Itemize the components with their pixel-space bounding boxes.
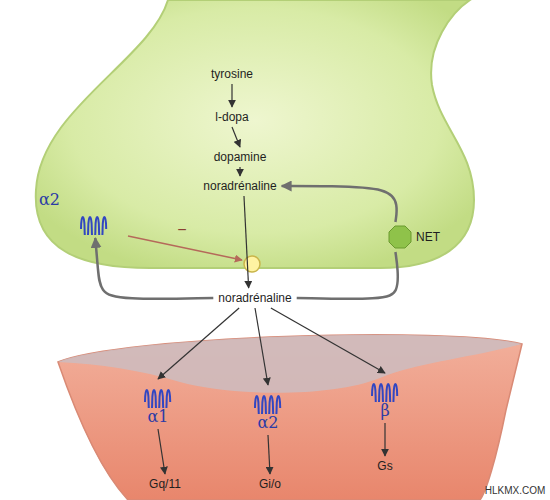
g-protein-label: Gi/o [256,476,284,492]
receptor-icon [143,382,173,408]
alpha2-receptor: α2 [250,387,286,433]
transporter-shape [389,226,411,248]
pathway-arrow [255,308,268,385]
inhibition-arrow [128,236,242,260]
receptor-icon [79,209,109,235]
node-text: noradrénaline [218,291,291,305]
receptor-label: β [380,402,389,420]
watermark: HLKMX.COM [485,484,546,498]
vesicle [244,256,260,272]
net-transporter: NET [385,224,443,250]
postsynaptic-membrane [58,335,522,393]
pathway-arrow [158,429,165,474]
pathway-arrow [158,308,239,379]
alpha1-receptor: α1 [140,381,176,427]
node-text: Gq/11 [149,477,181,491]
text-node: l-dopa [212,109,251,125]
receptor-icon [253,388,283,414]
pathway-arrow [232,127,240,147]
pathway-arrow [268,435,270,474]
reuptake-arrow [297,252,398,299]
alpha2-autoreceptor: α2 [36,190,112,236]
text-node: tyrosine [208,66,256,82]
node-text: noradrénaline [203,179,276,193]
receptor-label: α2 [39,191,60,209]
pathway-arrow [271,308,385,373]
receptor-stroke [81,217,106,235]
inhibition-sign: − [177,223,186,237]
pathway-arrow [384,423,385,456]
receptor-stroke [145,390,170,408]
reuptake-arrow [95,238,213,299]
node-text: l-dopa [215,110,248,124]
node-text: dopamine [214,150,267,164]
node-text: Gs [377,459,392,473]
receptor-stroke [255,396,280,414]
presynaptic-terminal [36,0,474,268]
watermark: HLKMX.COM [485,484,546,498]
node-text: tyrosine [211,67,253,81]
g-protein-label: Gs [374,458,395,474]
text-node: noradrénaline [200,178,279,194]
postsynaptic-cell [58,335,522,500]
g-protein-label: Gq/11 [146,476,184,492]
transporter-icon [388,225,412,249]
receptor-label: α1 [148,408,169,426]
text-node: dopamine [211,149,270,165]
receptor-label: NET [416,230,440,244]
pathway-arrow [239,167,240,176]
pathway-arrow [231,84,232,107]
receptor-icon [370,376,400,402]
receptor-stroke [372,384,397,402]
pathway-arrow [244,196,249,288]
reuptake-arrow [282,186,397,222]
inhibition-sign: − [177,223,186,237]
text-node: noradrénaline [215,290,294,306]
beta-receptor: β [367,375,403,421]
node-text: Gi/o [259,477,281,491]
receptor-label: α2 [258,414,279,432]
